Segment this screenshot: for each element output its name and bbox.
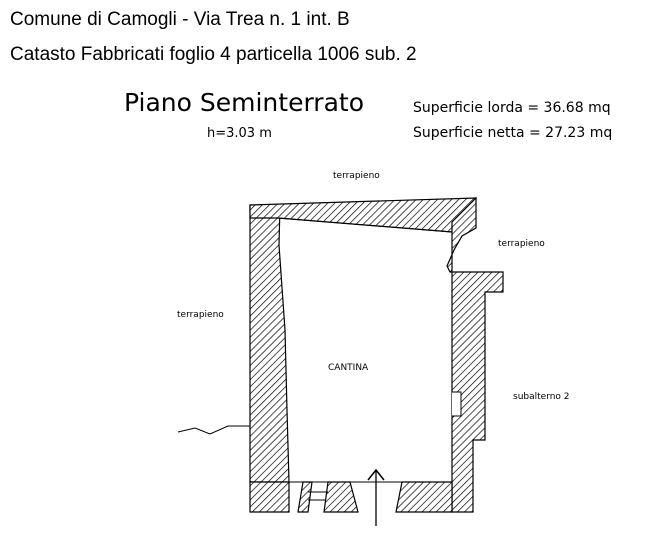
label-terrapieno-top: terrapieno bbox=[333, 171, 380, 181]
header-cadastral-ref: Catasto Fabbricati foglio 4 particella 1… bbox=[10, 44, 417, 65]
net-area: Superficie netta = 27.23 mq bbox=[413, 125, 613, 141]
wall-bottom-right bbox=[395, 481, 453, 513]
wall-bottom-left bbox=[249, 481, 290, 513]
terrain-line bbox=[177, 425, 250, 435]
ceiling-height: h=3.03 m bbox=[207, 126, 272, 141]
label-terrapieno-right: terrapieno bbox=[498, 239, 545, 249]
gross-area: Superficie lorda = 36.68 mq bbox=[413, 100, 611, 116]
wall-right-notch bbox=[452, 391, 462, 417]
plan-title: Piano Seminterrato bbox=[124, 88, 364, 117]
wall-bottom-left-pier bbox=[297, 481, 313, 513]
wall-right bbox=[451, 271, 504, 513]
wall-left bbox=[249, 204, 290, 483]
label-cantina: CANTINA bbox=[328, 363, 369, 373]
wall-top bbox=[249, 197, 477, 233]
wall-bottom-mid bbox=[323, 481, 359, 513]
label-subalterno: subalterno 2 bbox=[513, 392, 570, 402]
entrance-arrow-head bbox=[367, 468, 385, 481]
inner-wall-outline bbox=[277, 217, 453, 483]
header-address: Comune di Camogli - Via Trea n. 1 int. B bbox=[10, 9, 350, 30]
label-terrapieno-left: terrapieno bbox=[177, 310, 224, 320]
